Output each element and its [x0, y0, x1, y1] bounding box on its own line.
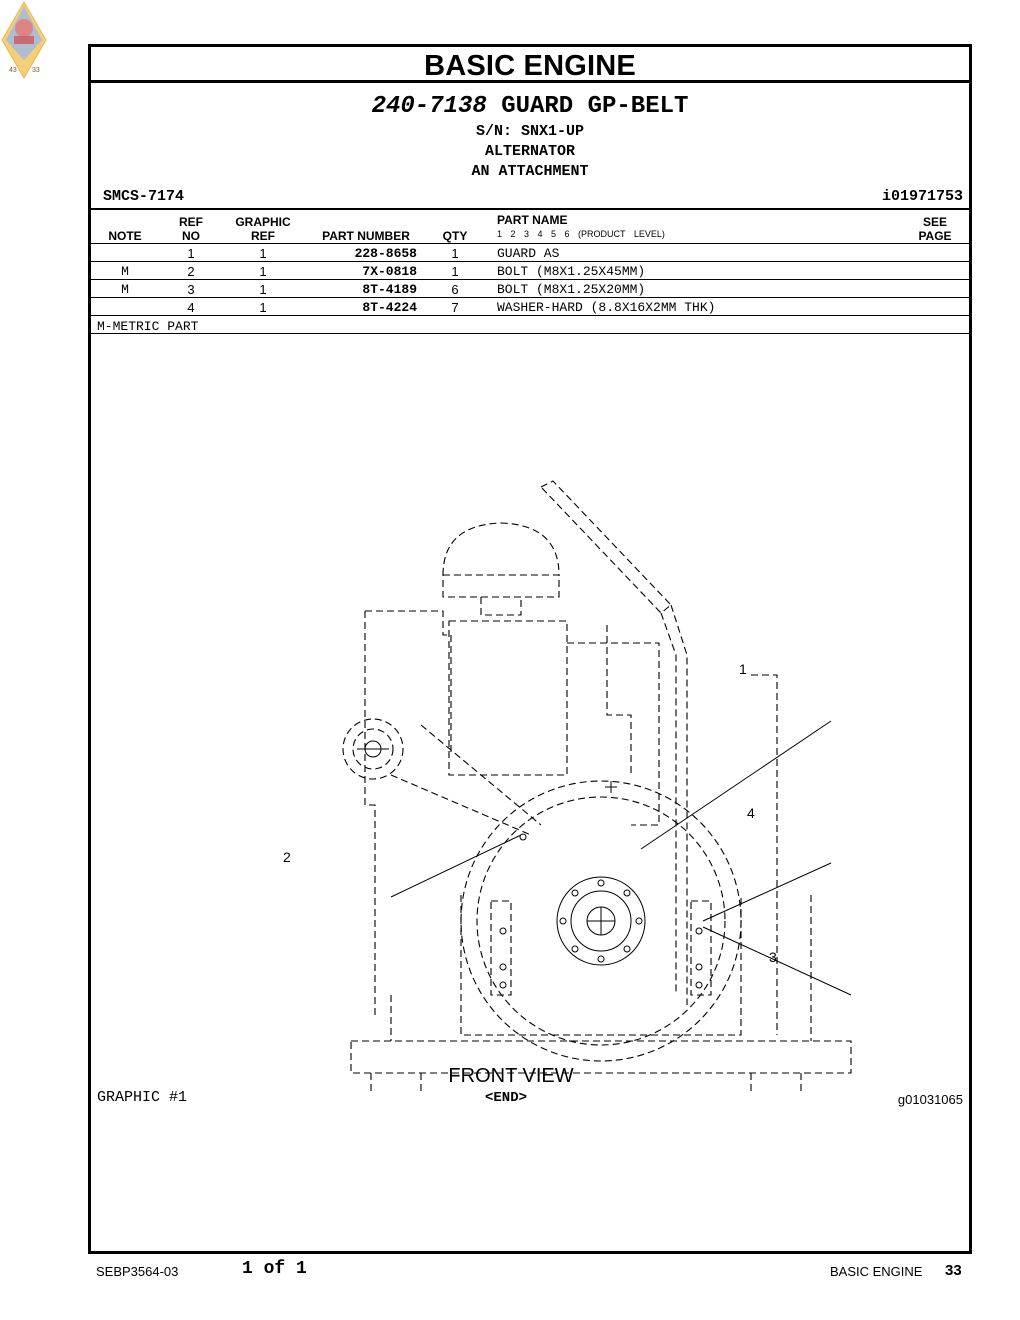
row1-qty: 1 [451, 246, 459, 261]
group-part-number: 240-7138 [371, 93, 487, 120]
group-part-title: GUARD GP-BELT [501, 93, 689, 120]
row-rule [91, 315, 969, 316]
illustration-id: i01971753 [881, 188, 963, 205]
row2-ref: 2 [187, 264, 195, 279]
row4-ref: 4 [187, 300, 195, 315]
graphic-id: g01031065 [897, 1092, 963, 1107]
row3-part-number[interactable]: 8T-4189 [362, 282, 417, 297]
callout-line-2 [390, 834, 522, 898]
row1-graphic: 1 [259, 246, 267, 261]
graphic-number: GRAPHIC #1 [97, 1089, 188, 1106]
callout-3: 3 [769, 949, 777, 965]
header-note: NOTE [108, 229, 142, 243]
view-label: FRONT VIEW [448, 1065, 574, 1087]
row4-part-name: WASHER-HARD (8.8X16X2MM THK) [497, 300, 716, 315]
header-graphic-top: GRAPHIC [235, 215, 291, 229]
header-part-number: PART NUMBER [322, 229, 410, 243]
row-rule [91, 261, 969, 262]
row1-ref: 1 [187, 246, 195, 261]
header-ref-top: REF [179, 215, 203, 229]
engine-front-view-drawing [342, 480, 852, 1095]
subtitle-alternator: ALTERNATOR [484, 143, 575, 160]
row4-qty: 7 [451, 300, 459, 315]
footer-doc-number: SEBP3564-03 [96, 1264, 179, 1279]
header-ref-bottom: NO [182, 229, 200, 243]
callout-1: 1 [739, 661, 747, 677]
table-top-rule [91, 208, 969, 210]
row3-graphic: 1 [259, 282, 267, 297]
end-marker: <END> [484, 1090, 527, 1106]
row2-part-name: BOLT (M8X1.25X45MM) [497, 264, 646, 279]
row3-ref: 3 [187, 282, 195, 297]
header-graphic-bottom: REF [251, 229, 275, 243]
footer-page-number: 33 [945, 1262, 962, 1279]
header-rule [91, 243, 969, 244]
row3-note: M [121, 282, 129, 297]
callout-line-4 [702, 862, 832, 922]
metric-footnote: M-METRIC PART [97, 319, 199, 334]
callout-4: 4 [747, 805, 755, 821]
row2-graphic: 1 [259, 264, 267, 279]
footnote-rule [91, 333, 969, 334]
row3-qty: 6 [451, 282, 459, 297]
row2-note: M [121, 264, 129, 279]
row2-qty: 1 [451, 264, 459, 279]
serial-number: S/N: SNX1-UP [475, 123, 585, 140]
header-see-bottom: PAGE [918, 229, 952, 243]
row4-part-number[interactable]: 8T-4224 [362, 300, 417, 315]
page-title: BASIC ENGINE [91, 47, 969, 83]
callout-line-1 [640, 720, 832, 850]
publisher-logo: 43 33 [1, 1, 47, 79]
logo-text-right: 33 [32, 67, 40, 74]
logo-text-left: 43 [9, 67, 17, 74]
row-rule [91, 297, 969, 298]
callout-line-3 [702, 926, 852, 996]
row3-part-name: BOLT (M8X1.25X20MM) [497, 282, 646, 297]
header-product-levels: 1 2 3 4 5 6 (PRODUCT LEVEL) [497, 229, 665, 239]
page-frame: BASIC ENGINE 240-7138 GUARD GP-BELT S/N:… [88, 44, 972, 1254]
smcs-code: SMCS-7174 [103, 188, 185, 205]
part-heading: 240-7138 GUARD GP-BELT [91, 93, 969, 120]
row2-part-number[interactable]: 7X-0818 [362, 264, 417, 279]
header-qty: QTY [442, 229, 468, 243]
header-part-name: PART NAME [497, 213, 568, 227]
callout-2: 2 [283, 849, 291, 865]
row-rule [91, 279, 969, 280]
header-see-top: SEE [922, 215, 947, 229]
footer-page-of: 1 of 1 [242, 1259, 307, 1279]
subtitle-attachment: AN ATTACHMENT [471, 163, 589, 180]
row1-part-name: GUARD AS [497, 246, 560, 261]
row1-part-number[interactable]: 228-8658 [354, 246, 417, 261]
footer-section: BASIC ENGINE [830, 1264, 923, 1279]
drawing-details [357, 720, 852, 996]
row4-graphic: 1 [259, 300, 267, 315]
